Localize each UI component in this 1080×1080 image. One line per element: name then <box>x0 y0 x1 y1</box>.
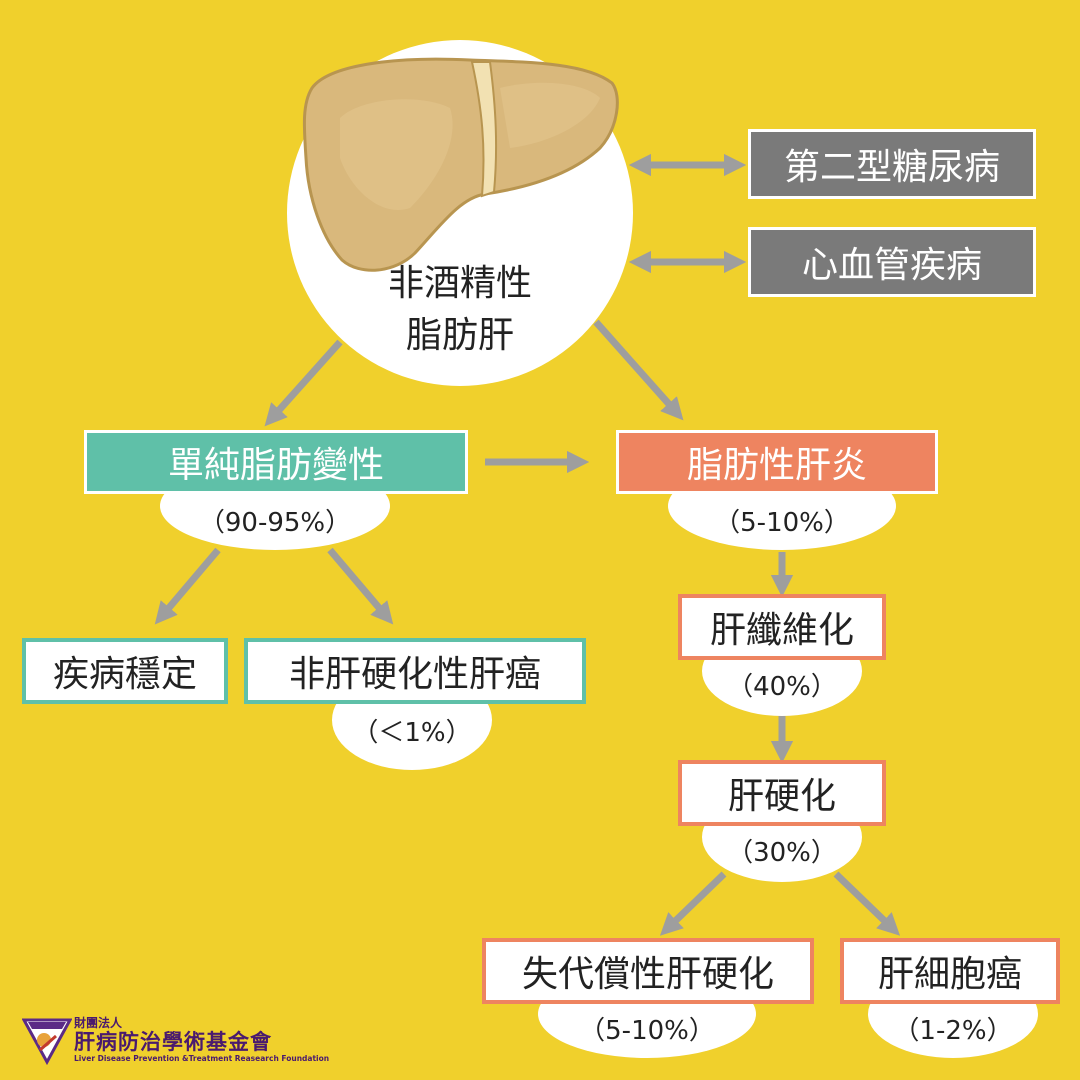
arrow-icon <box>154 547 221 625</box>
diabetes-box: 第二型糖尿病 <box>748 129 1036 199</box>
noncirrhotic-hcc-box: 非肝硬化性肝癌 <box>244 638 586 704</box>
noncirrhotic-hcc-label: 非肝硬化性肝癌 <box>288 654 541 695</box>
steatohepatitis-label: 脂肪性肝炎 <box>686 445 867 486</box>
fibrosis-box: 肝纖維化 <box>678 594 886 660</box>
noncirrhotic-hcc-percent: （＜1%） <box>352 718 472 748</box>
hcc-box: 肝細胞癌 <box>840 938 1060 1004</box>
cardio-box: 心血管疾病 <box>748 227 1036 297</box>
stable-box: 疾病穩定 <box>22 638 228 704</box>
center-title-line1: 非酒精性 <box>387 263 532 304</box>
arrow-icon <box>659 871 727 936</box>
liver-illustration <box>302 57 619 272</box>
steatohepatitis-percent: （5-10%） <box>714 508 850 538</box>
arrow-icon <box>593 319 684 421</box>
simple-steatosis-box: 單純脂肪變性 <box>84 430 468 494</box>
decompensated-label: 失代償性肝硬化 <box>521 954 774 995</box>
foundation-type: 財團法人 <box>74 1016 123 1030</box>
foundation-name: 肝病防治學術基金會 <box>74 1030 272 1054</box>
cirrhosis-box: 肝硬化 <box>678 760 886 826</box>
foundation-logo: 財團法人 肝病防治學術基金會 Liver Disease Prevention … <box>74 1016 334 1064</box>
center-title-line2: 脂肪肝 <box>405 315 514 356</box>
decompensated-percent: （5-10%） <box>579 1016 715 1046</box>
fibrosis-label: 肝纖維化 <box>709 610 854 651</box>
stable-label: 疾病穩定 <box>52 654 197 695</box>
hcc-label: 肝細胞癌 <box>877 954 1022 995</box>
diabetes-label: 第二型糖尿病 <box>783 147 1000 188</box>
foundation-english-name: Liver Disease Prevention &Treatment Reas… <box>74 1054 330 1063</box>
simple-steatosis-percent: （90-95%） <box>198 508 352 538</box>
arrow-icon <box>833 871 901 936</box>
cirrhosis-label: 肝硬化 <box>727 776 836 817</box>
fibrosis-percent: （40%） <box>727 672 837 702</box>
center-title: 非酒精性 脂肪肝 <box>360 258 560 362</box>
foundation-logo-icon <box>22 1018 72 1066</box>
hcc-percent: （1-2%） <box>893 1016 1013 1046</box>
cirrhosis-percent: （30%） <box>727 838 837 868</box>
arrow-icon <box>264 339 343 427</box>
arrow-icon <box>327 547 394 625</box>
simple-steatosis-label: 單純脂肪變性 <box>167 445 384 486</box>
cardio-label: 心血管疾病 <box>801 245 982 286</box>
steatohepatitis-box: 脂肪性肝炎 <box>616 430 938 494</box>
decompensated-box: 失代償性肝硬化 <box>482 938 814 1004</box>
